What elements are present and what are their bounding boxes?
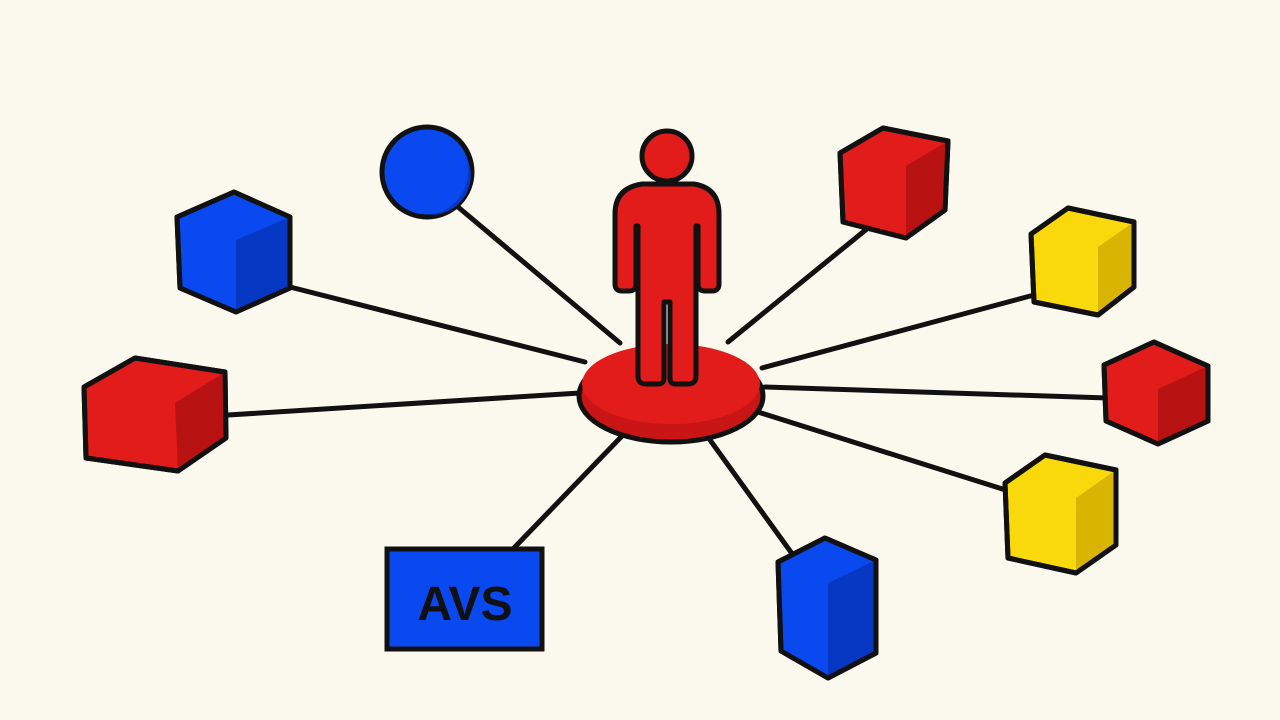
connector-red-cube-left (225, 390, 583, 418)
cube-outline (1002, 452, 1119, 576)
cube-outline (775, 535, 879, 681)
yellow-cube-upper-right (1028, 205, 1137, 318)
person-body (612, 181, 722, 387)
connector-blue-cube-bottom (707, 437, 796, 558)
avs-box: AVS (384, 546, 545, 652)
connector-blue-cube-top-left (287, 284, 588, 365)
red-cube-left (81, 355, 229, 474)
avs-box-rect (384, 546, 545, 652)
person-icon (612, 128, 722, 387)
avs-label: AVS (417, 578, 512, 631)
red-cube-right (1101, 339, 1211, 447)
blue-cube-top-left (174, 189, 293, 315)
blue-sphere (379, 124, 475, 220)
cube-outline (174, 189, 293, 315)
connector-yellow-cube-lower-right (755, 409, 1015, 495)
cube-outline (837, 125, 951, 241)
yellow-cube-lower-right (1002, 452, 1119, 576)
connector-yellow-cube-upper-right (759, 292, 1037, 371)
connector-lines (225, 204, 1111, 558)
cube-outline (1028, 205, 1137, 318)
red-cube-top-right (837, 125, 951, 241)
connector-blue-sphere (455, 204, 623, 346)
cube-side-face (236, 217, 290, 312)
connector-avs-box (509, 433, 625, 553)
sphere-shade (430, 156, 471, 216)
cube-side-face (828, 560, 876, 678)
cube-side-face (1076, 470, 1116, 573)
cube-outline (81, 355, 229, 474)
sphere-icon (379, 124, 475, 220)
cube-outline (1101, 339, 1211, 447)
blue-cube-bottom (775, 535, 879, 681)
person-head (639, 128, 695, 184)
connector-red-cube-right (762, 384, 1111, 401)
connector-red-cube-top-right (725, 225, 871, 345)
